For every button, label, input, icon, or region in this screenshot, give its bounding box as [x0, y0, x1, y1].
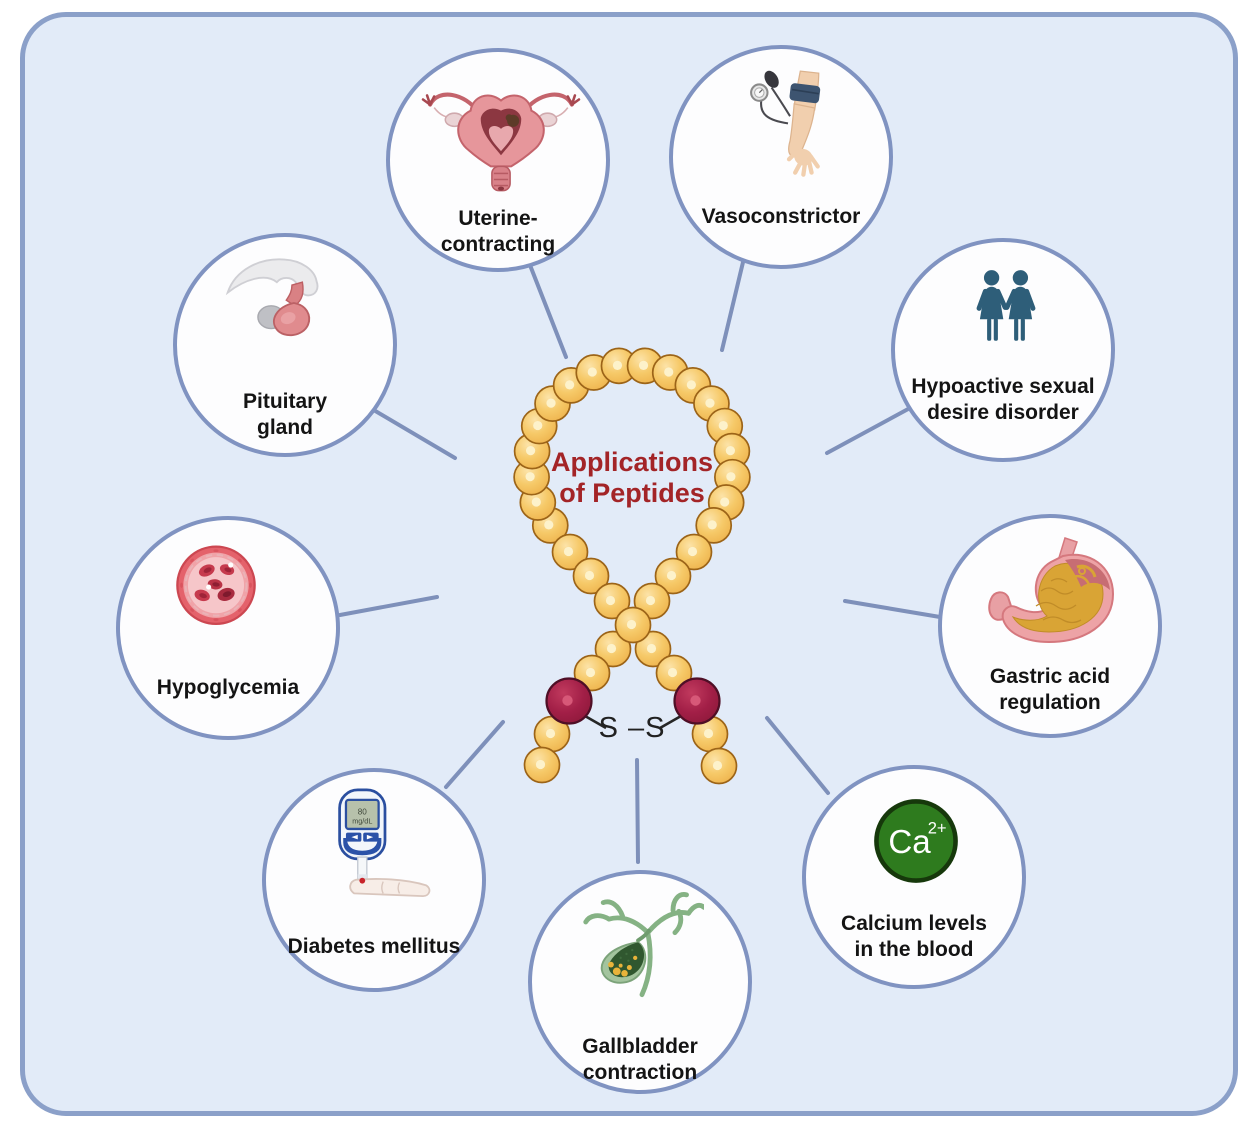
bead-highlight: [584, 570, 595, 581]
connector-line: [444, 720, 505, 789]
connector-line: [635, 758, 640, 864]
label-line: contracting: [440, 233, 556, 256]
connector-line: [338, 595, 439, 617]
label-line: Gallbladder: [582, 1035, 698, 1058]
label-gallbladder-contraction: Gallbladder contraction: [532, 1034, 748, 1086]
pituitary-gland-icon: [225, 258, 319, 337]
bead-highlight: [712, 760, 723, 771]
node-calcium-levels-in-the-blood: Ca 2+ Calcium levels in the blood: [802, 765, 1026, 989]
svg-text:80: 80: [358, 807, 368, 816]
calcium-ion-icon: Ca 2+: [874, 799, 958, 883]
label-line: Hypoglycemia: [156, 676, 300, 699]
bead-highlight: [725, 446, 735, 456]
label-line: regulation: [999, 691, 1101, 714]
label-line: Uterine-: [458, 207, 538, 230]
bead-highlight: [565, 380, 575, 390]
bead-highlight: [535, 759, 546, 770]
label-line: Vasoconstrictor: [701, 205, 861, 228]
node-gallbladder-contraction: Gallbladder contraction: [528, 870, 752, 1094]
connector-line: [843, 599, 942, 619]
connector-lines: [338, 256, 942, 864]
bead-highlight: [646, 643, 657, 654]
connector-line: [765, 716, 830, 795]
bead-highlight: [690, 695, 701, 706]
bead-highlight: [667, 667, 678, 678]
svg-text:2+: 2+: [928, 819, 947, 838]
bead-highlight: [726, 472, 736, 482]
bead-highlight: [531, 497, 541, 507]
connector-line: [720, 256, 746, 352]
connector-line: [370, 407, 457, 460]
disulfide-bond-label: S –S: [598, 712, 666, 744]
node-hypoactive-sexual-desire-disorder: Hypoactive sexual desire disorder: [891, 238, 1115, 462]
diagram-title-line2: of Peptides: [559, 478, 705, 508]
label-line: in the blood: [854, 938, 974, 961]
bead-highlight: [638, 360, 649, 370]
label-line: Hypoactive sexual: [911, 375, 1095, 398]
bead-highlight: [562, 695, 573, 706]
bead-highlight: [544, 520, 554, 530]
svg-text:mg/dL: mg/dL: [352, 816, 372, 825]
bead-highlight: [686, 380, 696, 390]
label-vasoconstrictor: Vasoconstrictor: [673, 204, 889, 230]
blood-pressure-cuff-icon: [750, 70, 821, 177]
node-vasoconstrictor: Vasoconstrictor: [669, 45, 893, 269]
label-diabetes-mellitus: Diabetes mellitus: [266, 934, 482, 960]
bead-highlight: [585, 667, 596, 678]
bead-highlight: [526, 446, 536, 456]
label-line: gland: [257, 416, 313, 439]
bead-highlight: [587, 367, 597, 377]
svg-text:Ca: Ca: [888, 824, 931, 861]
bead-highlight: [718, 420, 728, 431]
bead-highlight: [546, 398, 556, 408]
bead-highlight: [666, 570, 677, 581]
bead-highlight: [605, 595, 616, 606]
bead-highlight: [703, 728, 714, 739]
bead-highlight: [525, 472, 535, 482]
bead-highlight: [545, 728, 556, 739]
bead-highlight: [705, 398, 715, 408]
node-hypoglycemia: Hypoglycemia: [116, 516, 340, 740]
women-couple-icon: [976, 270, 1036, 341]
bead-highlight: [664, 367, 674, 377]
bead-highlight: [687, 546, 698, 557]
gallbladder-icon: [583, 892, 704, 998]
connector-line: [526, 258, 568, 359]
bead-highlight: [707, 520, 717, 530]
label-line: desire disorder: [927, 401, 1079, 424]
label-line: Diabetes mellitus: [287, 935, 461, 958]
glucometer-icon: 80 mg/dL: [338, 788, 431, 898]
bead-highlight: [645, 595, 656, 606]
node-pituitary-gland: Pituitary gland: [173, 233, 397, 457]
label-hypoglycemia: Hypoglycemia: [120, 675, 336, 701]
connector-line: [825, 406, 912, 455]
label-line: Pituitary: [242, 390, 328, 413]
label-line: Gastric acid: [989, 665, 1111, 688]
label-line: Calcium levels: [841, 912, 987, 935]
node-diabetes-mellitus: 80 mg/dL Diabetes mellitus: [262, 768, 486, 992]
node-gastric-acid-regulation: Gastric acid regulation: [938, 514, 1162, 738]
bead-highlight: [612, 360, 623, 370]
bead-highlight: [533, 420, 543, 431]
node-uterine-contracting: Uterine-contracting: [386, 48, 610, 272]
diagram-title: Applications of Peptides: [482, 447, 782, 509]
blood-vessel-icon: [176, 545, 256, 626]
stomach-icon: [988, 537, 1115, 644]
label-uterine-contracting: Uterine-contracting: [390, 206, 606, 258]
label-line: contraction: [582, 1061, 698, 1084]
bead-highlight: [626, 619, 637, 630]
diagram-title-line1: Applications: [550, 447, 713, 477]
peptide-chain: [513, 347, 751, 785]
bead-highlight: [606, 643, 617, 654]
label-pituitary-gland: Pituitary gland: [177, 389, 393, 441]
uterus-icon: [421, 92, 581, 192]
bead-highlight: [720, 497, 730, 507]
label-calcium-levels-in-the-blood: Calcium levels in the blood: [806, 911, 1022, 963]
label-hypoactive-sexual-desire-disorder: Hypoactive sexual desire disorder: [895, 374, 1111, 426]
bead-highlight: [563, 546, 574, 557]
label-gastric-acid-regulation: Gastric acid regulation: [942, 664, 1158, 716]
